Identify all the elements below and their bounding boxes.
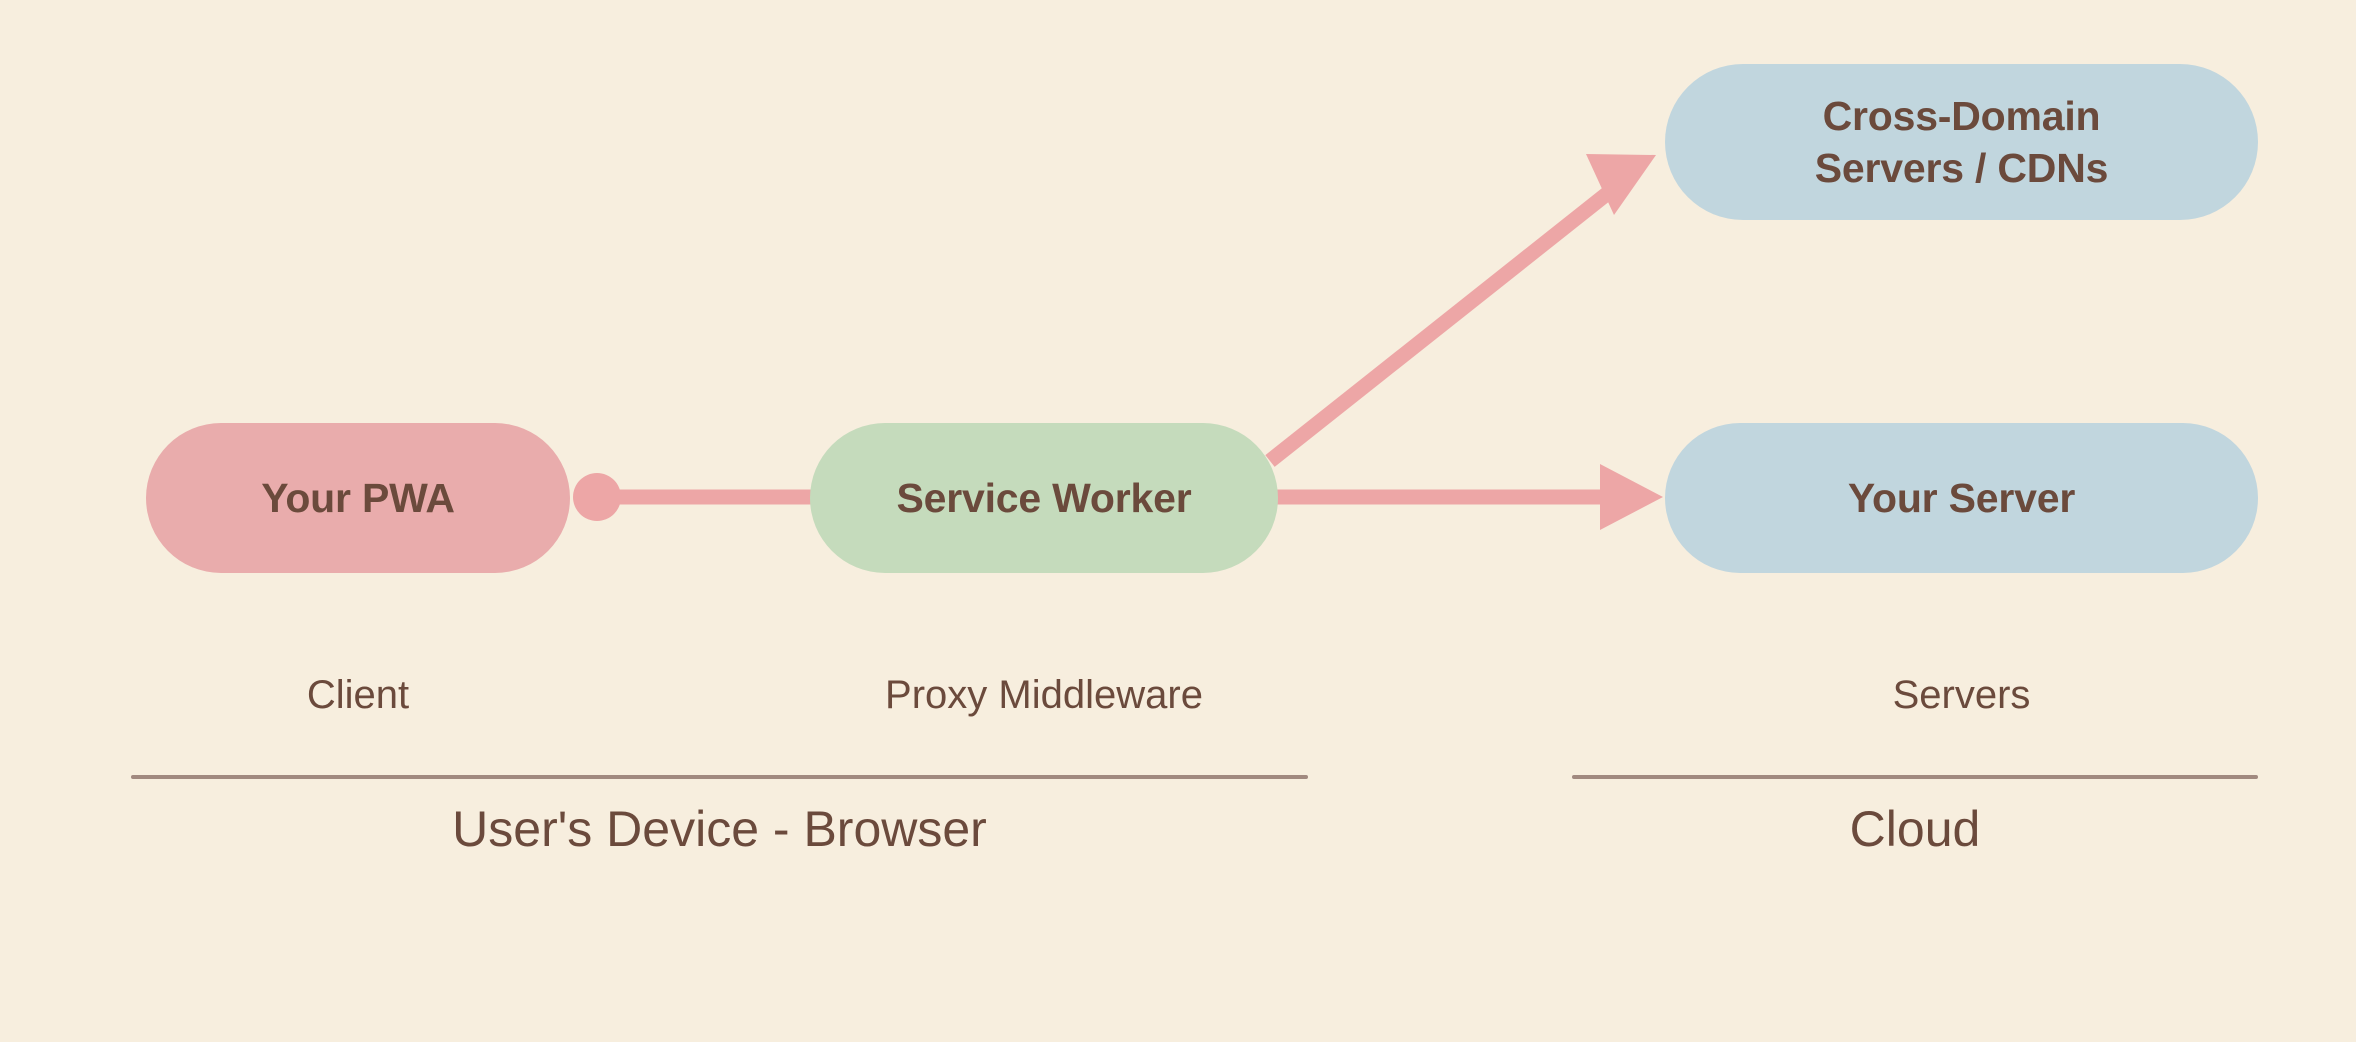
node-service-worker-label: Service Worker [896,474,1192,521]
node-service-worker[interactable]: Service Worker [810,423,1278,573]
edge-line-sw-cdn [1265,179,1623,467]
zone-label-servers: Servers [1892,673,2031,717]
node-your-pwa-label: Your PWA [261,474,455,521]
divider-cloud [1572,775,2258,779]
node-your-server[interactable]: Your Server [1665,423,2258,573]
node-cross-domain-servers[interactable]: Cross-Domain Servers / CDNs [1665,64,2258,220]
arrowhead-icon [1600,464,1663,530]
divider-browser [131,775,1308,779]
edge-pwa-to-service-worker [573,473,812,521]
node-your-pwa[interactable]: Your PWA [146,423,570,573]
zone-label-cloud: Cloud [1849,801,1981,857]
node-your-server-label: Your Server [1847,474,2076,521]
node-cross-domain-label-line1: Cross-Domain [1822,92,2101,139]
zone-label-client: Client [306,673,410,717]
edge-service-worker-to-your-server [1274,464,1663,530]
edge-service-worker-to-cross-domain [1265,154,1656,467]
zone-label-users-device-browser: User's Device - Browser [452,801,987,857]
node-cross-domain-label-line2: Servers / CDNs [1814,145,2109,191]
zone-label-proxy-middleware: Proxy Middleware [885,673,1203,717]
edge-source-dot [573,473,621,521]
arrowhead-diagonal-icon [1586,154,1656,215]
node-cross-domain-text: Cross-Domain Servers / CDNs [1814,90,2109,195]
